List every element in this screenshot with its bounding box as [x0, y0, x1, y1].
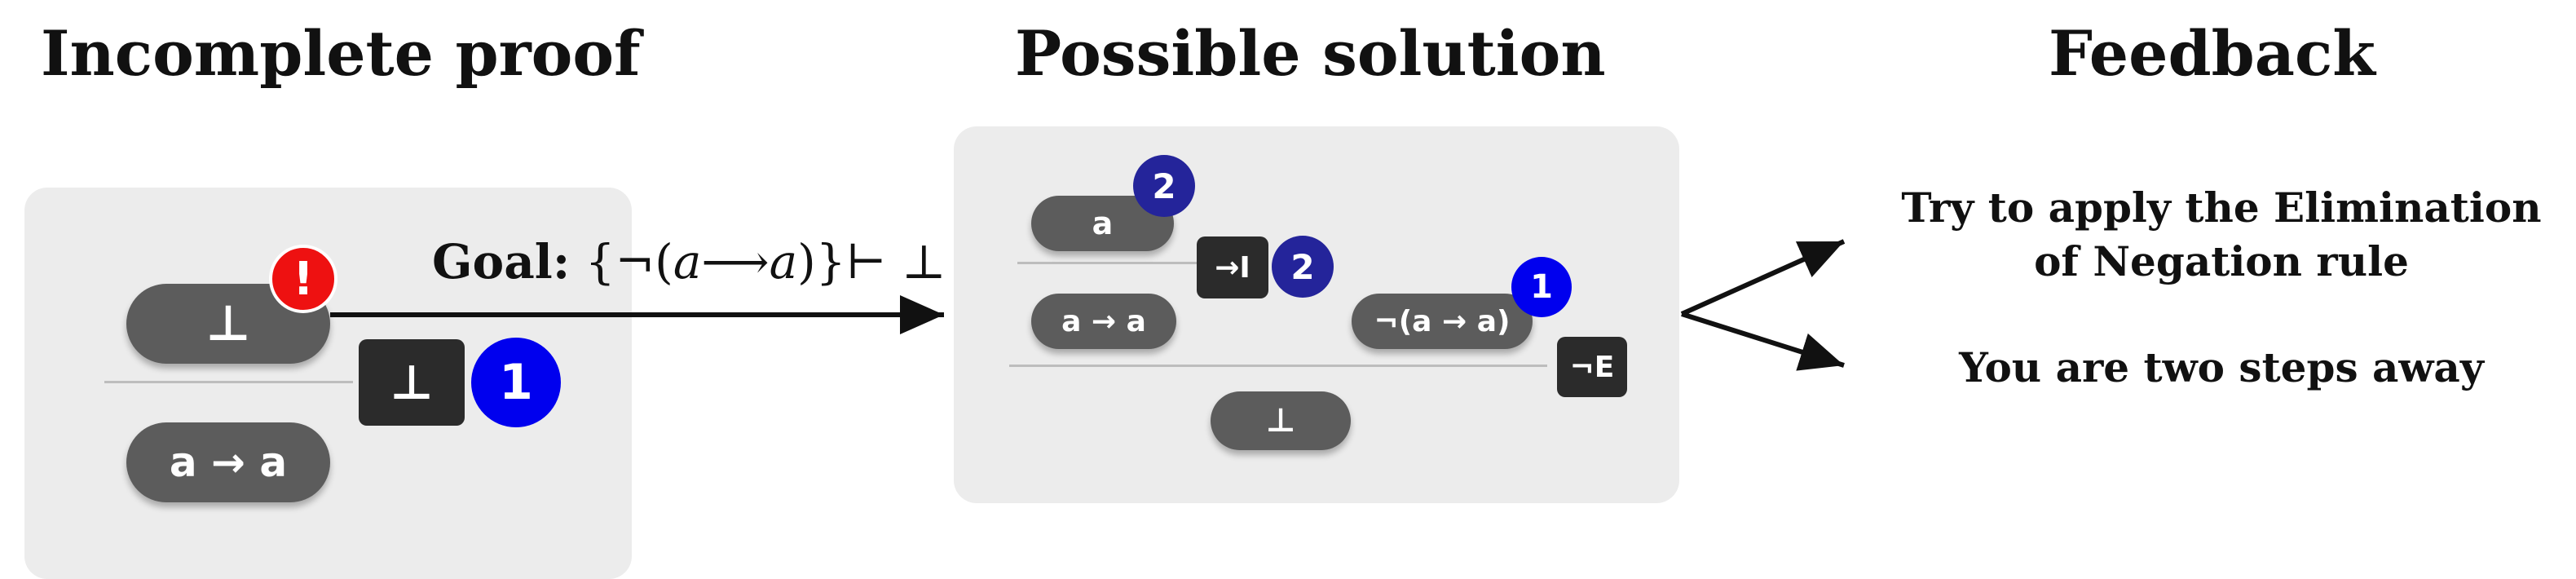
heading-incomplete-proof: Incomplete proof — [41, 17, 641, 90]
hypothesis-step-badge: 2 — [1133, 155, 1195, 217]
negation-step-badge: 1 — [1511, 257, 1572, 317]
goal-formula-open: {¬( — [584, 234, 673, 290]
negation-formula-pill[interactable]: ¬(a → a) — [1352, 294, 1533, 349]
heading-feedback: Feedback — [2049, 17, 2375, 90]
heading-possible-solution: Possible solution — [1015, 17, 1606, 90]
goal-prefix: Goal: — [432, 234, 571, 290]
rule-tag-bottom[interactable]: ⊥ — [359, 339, 465, 426]
goal-formula-arrow: ⟶ — [701, 234, 770, 290]
goal-label: Goal: {¬(a⟶a)}⊢ ⊥ — [432, 234, 946, 290]
inference-line-impl — [1017, 262, 1197, 264]
impl-intro-rule-tag[interactable]: →I — [1197, 236, 1268, 298]
feedback-message-steps: You are two steps away — [1959, 343, 2484, 391]
rule-step-badge: 1 — [471, 338, 561, 427]
conclusion-pill[interactable]: ⊥ — [1211, 391, 1351, 450]
feedback-line-1: Try to apply the Elimination — [1901, 183, 2542, 232]
arrow-down-feedback-icon — [1681, 312, 1845, 371]
goal-formula-turnstile: ⊢ ⊥ — [845, 234, 946, 290]
impl-formula-pill[interactable]: a → a — [1031, 294, 1176, 349]
inference-line-neg — [1009, 365, 1547, 367]
inference-line — [104, 381, 353, 383]
warning-icon: ! — [269, 245, 337, 313]
hypothesis-a-pill[interactable]: a — [1031, 196, 1174, 251]
formula-pill-premise[interactable]: a → a — [126, 422, 330, 502]
goal-formula: {¬(a⟶a)}⊢ ⊥ — [585, 234, 946, 290]
neg-elim-rule-tag[interactable]: ¬E — [1557, 337, 1627, 397]
impl-intro-step-badge: 2 — [1272, 236, 1334, 298]
goal-formula-close: )} — [797, 234, 846, 290]
feedback-message-negation: Try to apply the Elimination of Negation… — [1875, 181, 2568, 289]
arrow-up-feedback-icon — [1680, 239, 1846, 316]
goal-formula-var2: a — [769, 234, 798, 290]
goal-formula-var1: a — [673, 234, 702, 290]
feedback-line-2: of Negation rule — [2034, 237, 2409, 285]
